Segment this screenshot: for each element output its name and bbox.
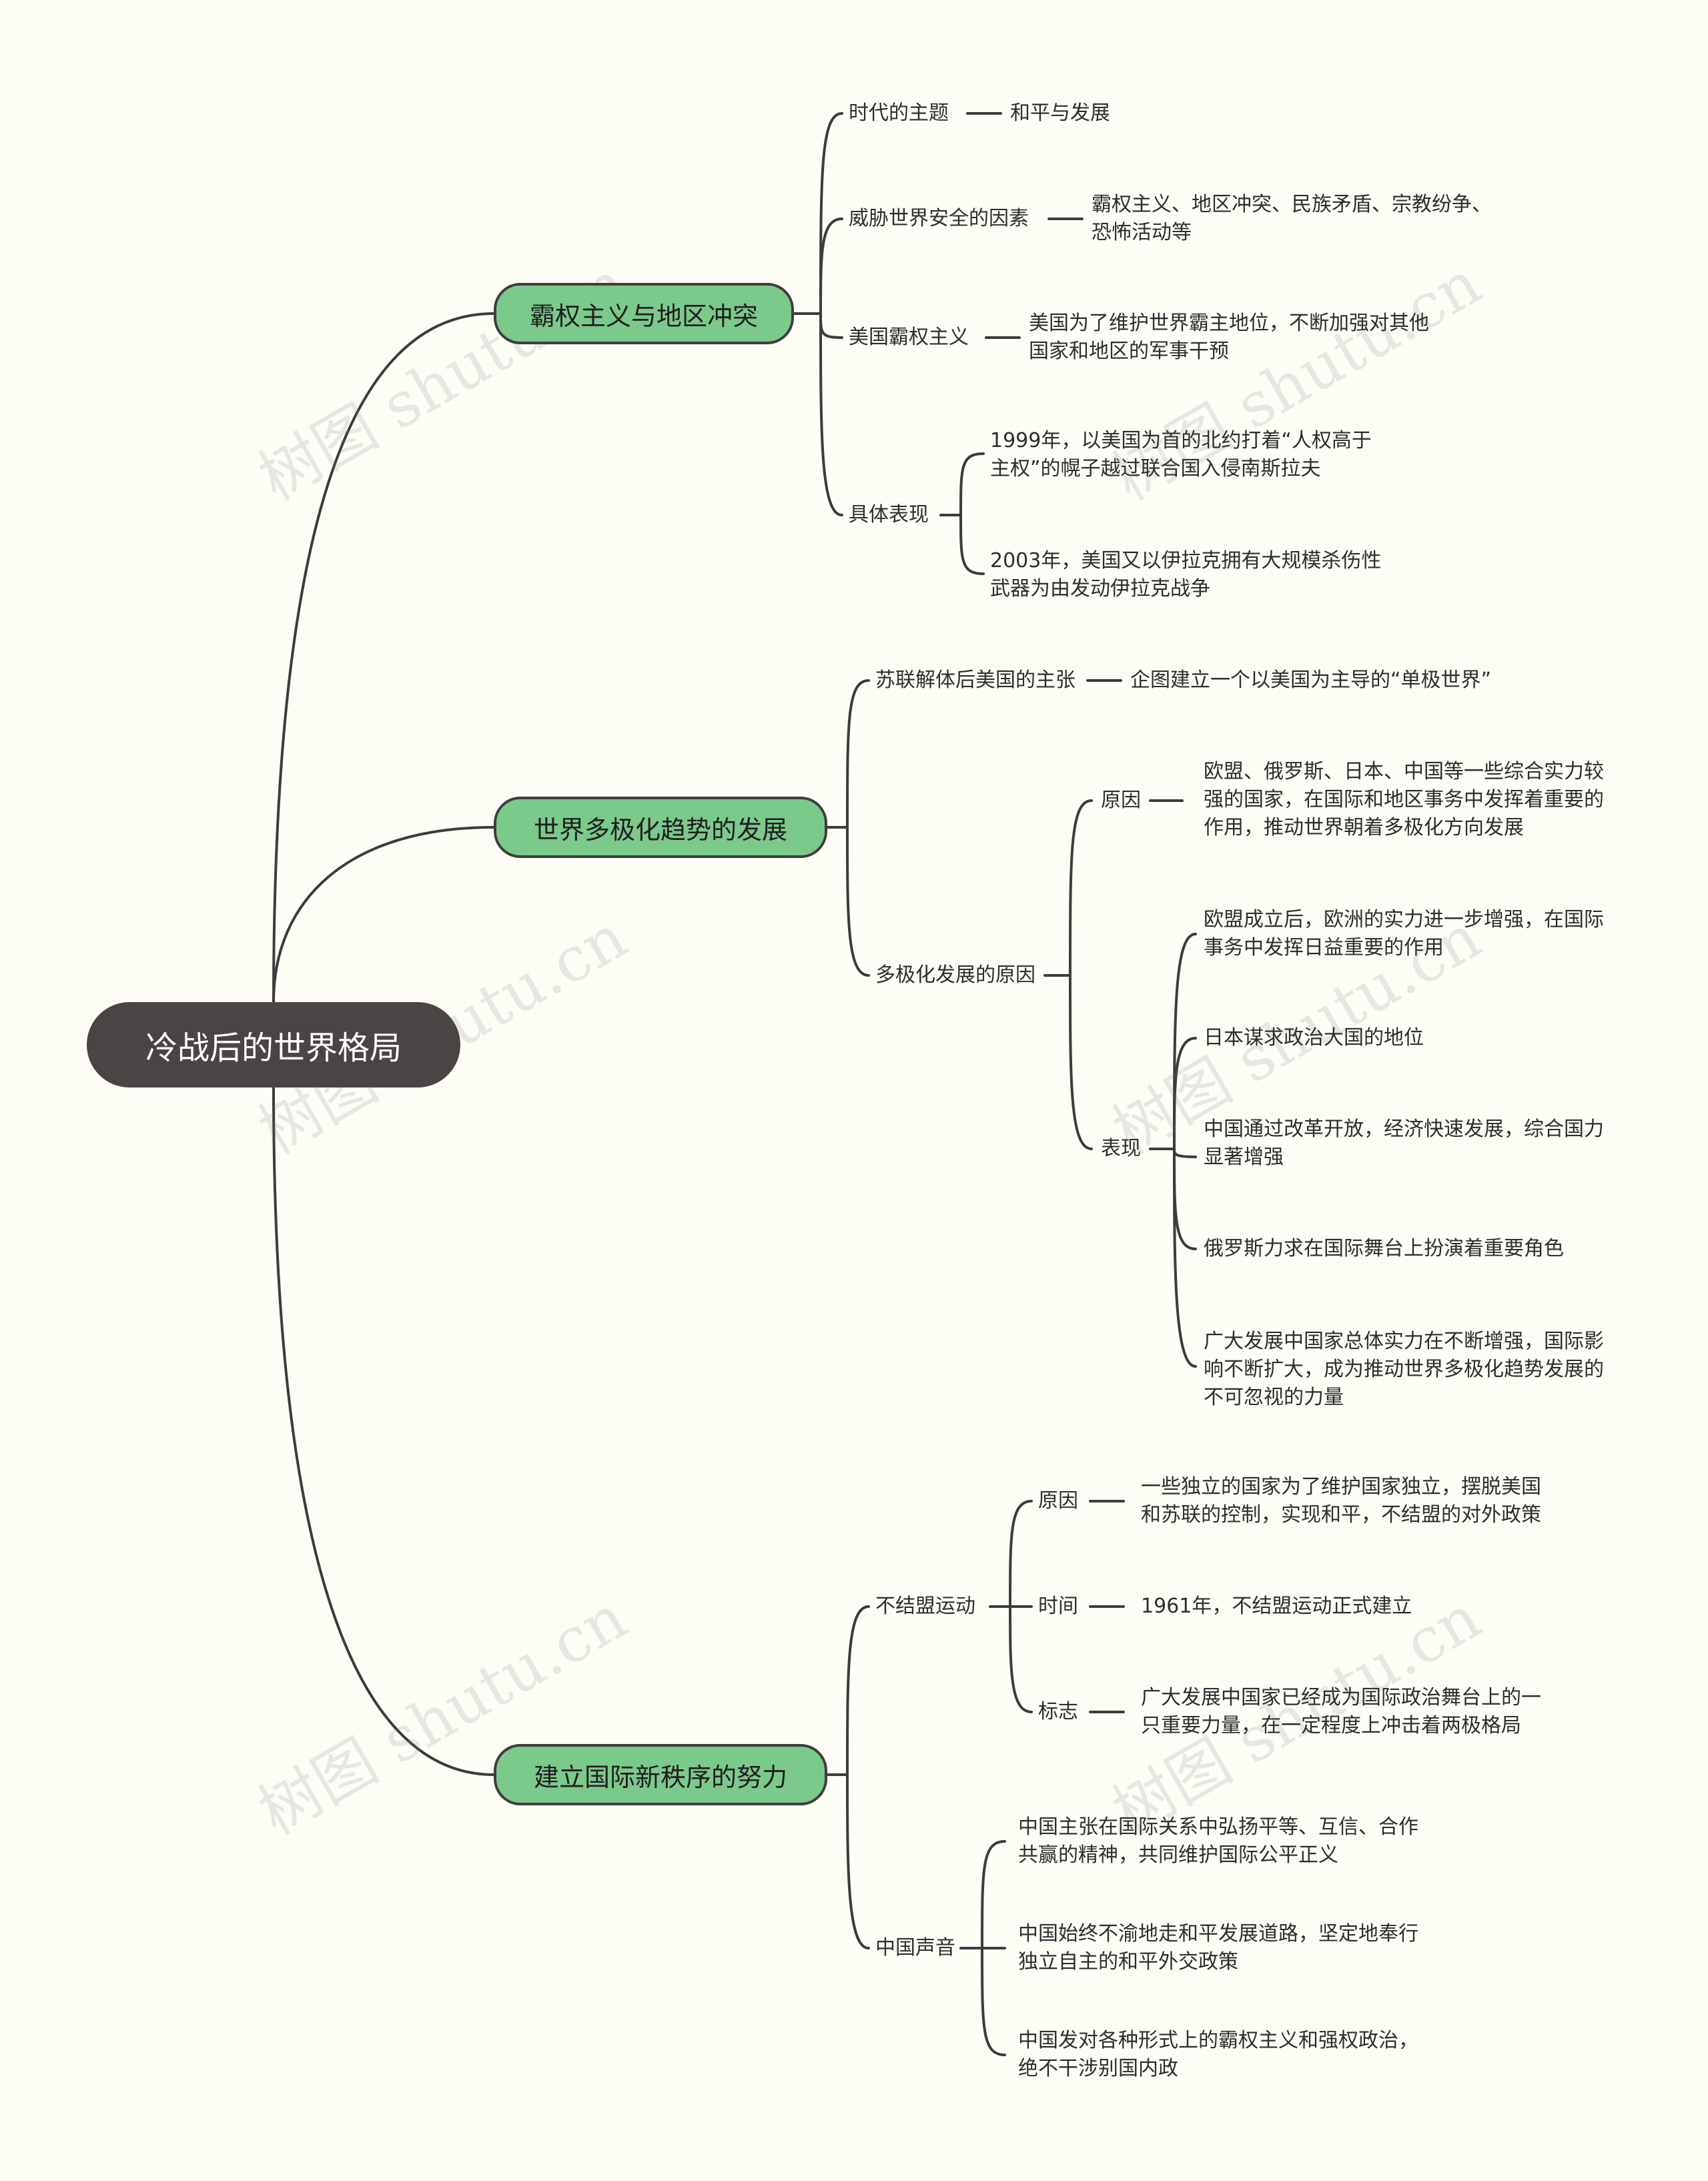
root-node[interactable]: 冷战后的世界格局 — [87, 1002, 460, 1087]
voice3-line2: 绝不干涉别国内政 — [1018, 2057, 1178, 2080]
japan-line: 日本谋求政治大国的地位 — [1204, 1026, 1424, 1049]
developing-line3: 不可忽视的力量 — [1204, 1386, 1344, 1409]
voice1-line1: 中国主张在国际关系中弘扬平等、互信、合作 — [1018, 1815, 1418, 1839]
china-line1: 中国通过改革开放，经济快速发展，综合国力 — [1204, 1118, 1604, 1141]
topic-non-aligned[interactable]: 不结盟运动 — [875, 1595, 975, 1618]
event-1999-line2: 主权”的幌子越过联合国入侵南斯拉夫 — [990, 457, 1321, 480]
detail-threats-line1: 霸权主义、地区冲突、民族矛盾、宗教纷争、 — [1092, 193, 1492, 216]
detail-us-hegemony-line2: 国家和地区的军事干预 — [1029, 340, 1229, 363]
event-2003-line2: 武器为由发动伊拉克战争 — [990, 577, 1210, 600]
topic-threats[interactable]: 威胁世界安全的因素 — [849, 207, 1029, 230]
na-sign-line2: 只重要力量，在一定程度上冲击着两极格局 — [1141, 1714, 1521, 1737]
na-reason-line2: 和苏联的控制，实现和平，不结盟的对外政策 — [1141, 1503, 1541, 1526]
developing-line2: 响不断扩大，成为推动世界多极化趋势发展的 — [1204, 1358, 1604, 1381]
reason-line3: 作用，推动世界朝着多极化方向发展 — [1204, 816, 1524, 839]
na-time-detail: 1961年，不结盟运动正式建立 — [1141, 1595, 1412, 1618]
sub-reason[interactable]: 原因 — [1101, 789, 1141, 812]
voice3-line1: 中国发对各种形式上的霸权主义和强权政治， — [1018, 2029, 1418, 2052]
detail-threats-line2: 恐怖活动等 — [1092, 221, 1192, 244]
sub-na-time[interactable]: 时间 — [1038, 1595, 1078, 1618]
russia-line: 俄罗斯力求在国际舞台上扮演着重要角色 — [1204, 1237, 1564, 1260]
eu-line1: 欧盟成立后，欧洲的实力进一步增强，在国际 — [1204, 908, 1604, 931]
topic-manifestations[interactable]: 具体表现 — [849, 503, 929, 526]
event-2003-line1: 2003年，美国又以伊拉克拥有大规模杀伤性 — [990, 549, 1382, 572]
reason-line2: 强的国家，在国际和地区事务中发挥着重要的 — [1204, 788, 1604, 811]
detail-era-theme: 和平与发展 — [1010, 101, 1110, 125]
sub-manifestation[interactable]: 表现 — [1101, 1137, 1141, 1160]
branch-multipolarity[interactable]: 世界多极化趋势的发展 — [494, 797, 827, 858]
na-reason-line1: 一些独立的国家为了维护国家独立，摆脱美国 — [1141, 1475, 1541, 1498]
eu-line2: 事务中发挥日益重要的作用 — [1204, 936, 1444, 959]
topic-multipolar-causes[interactable]: 多极化发展的原因 — [875, 963, 1035, 987]
topic-era-theme[interactable]: 时代的主题 — [849, 101, 949, 125]
voice1-line2: 共赢的精神，共同维护国际公平正义 — [1018, 1843, 1338, 1867]
na-sign-line1: 广大发展中国家已经成为国际政治舞台上的一 — [1141, 1686, 1541, 1709]
detail-us-hegemony-line1: 美国为了维护世界霸主地位，不断加强对其他 — [1029, 312, 1429, 335]
branch-hegemony[interactable]: 霸权主义与地区冲突 — [494, 283, 794, 344]
developing-line1: 广大发展中国家总体实力在不断增强，国际影 — [1204, 1330, 1604, 1353]
reason-line1: 欧盟、俄罗斯、日本、中国等一些综合实力较 — [1204, 760, 1604, 783]
sub-na-reason[interactable]: 原因 — [1038, 1489, 1078, 1512]
voice2-line1: 中国始终不渝地走和平发展道路，坚定地奉行 — [1018, 1922, 1418, 1945]
topic-us-claim[interactable]: 苏联解体后美国的主张 — [875, 669, 1076, 692]
china-line2: 显著增强 — [1204, 1146, 1284, 1169]
event-1999-line1: 1999年，以美国为首的北约打着“人权高于 — [990, 429, 1372, 452]
voice2-line2: 独立自主的和平外交政策 — [1018, 1950, 1238, 1974]
topic-china-voice[interactable]: 中国声音 — [875, 1936, 955, 1959]
sub-na-sign[interactable]: 标志 — [1038, 1700, 1078, 1723]
branch-new-order[interactable]: 建立国际新秩序的努力 — [494, 1744, 827, 1805]
topic-us-hegemony[interactable]: 美国霸权主义 — [849, 326, 969, 349]
detail-us-claim: 企图建立一个以美国为主导的“单极世界” — [1130, 669, 1492, 692]
